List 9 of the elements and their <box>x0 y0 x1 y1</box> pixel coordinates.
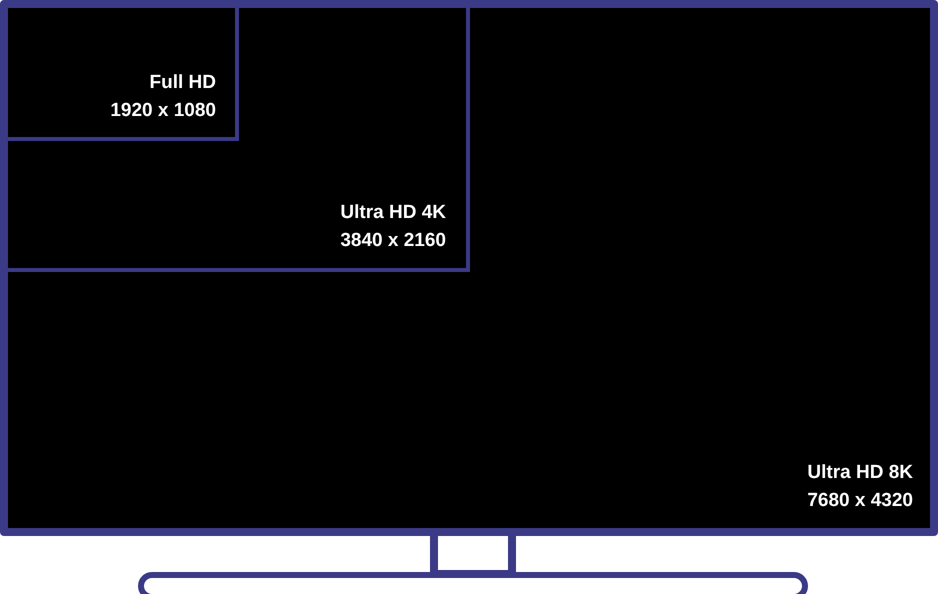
resolution-name: Ultra HD 8K <box>807 461 913 485</box>
resolution-frame <box>8 8 239 141</box>
resolution-value: 1920 x 1080 <box>110 99 216 123</box>
resolution-frame <box>8 8 470 272</box>
resolution-name: Ultra HD 4K <box>340 201 446 225</box>
tv-screen <box>0 0 938 536</box>
resolution-value: 7680 x 4320 <box>807 489 913 513</box>
resolution-value: 3840 x 2160 <box>340 229 446 253</box>
resolution-name: Full HD <box>150 71 216 95</box>
